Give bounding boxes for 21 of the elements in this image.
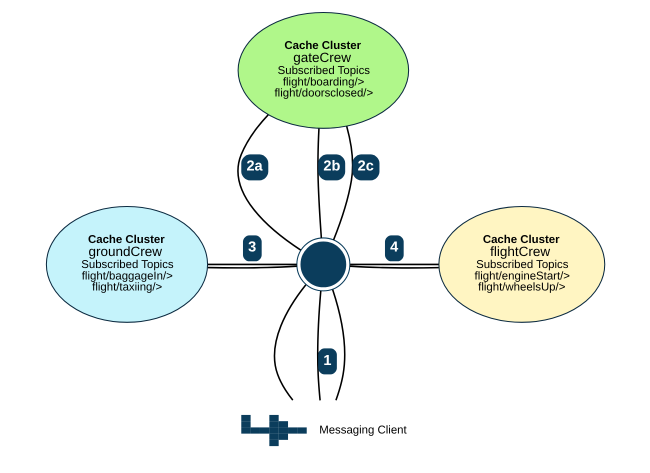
- node-label: Messaging Client: [318, 424, 406, 436]
- node-ellipse: Cache Cluster flightCrew Subscribed Topics flight/engineStart/> flight/wheelsUp/>: [438, 206, 605, 323]
- connector: [273, 284, 306, 401]
- connector: [236, 114, 301, 251]
- connector: [316, 290, 322, 400]
- node-ellipse: Cache Cluster gateCrew Subscribed Topics flight/boarding/> flight/doorsclosed/>: [237, 12, 409, 129]
- edge-label: 4: [390, 240, 398, 256]
- edge-label: 2a: [246, 158, 262, 175]
- connector: [349, 265, 438, 269]
- connector: [208, 264, 296, 266]
- edge-label: 1: [322, 352, 331, 369]
- connector: [331, 289, 345, 401]
- edge-label: 3: [248, 240, 256, 256]
- edge-label: 2b: [322, 158, 340, 175]
- node-ellipse: Cache Cluster groundCrew Subscribed Topics flight/baggageIn/> flight/taxiing/>: [45, 206, 208, 323]
- connector: [350, 264, 438, 266]
- connector: [207, 265, 296, 269]
- connector: [332, 126, 353, 240]
- edge-label: 2c: [357, 158, 374, 175]
- node-picture: [296, 237, 350, 292]
- connector: [316, 128, 322, 238]
